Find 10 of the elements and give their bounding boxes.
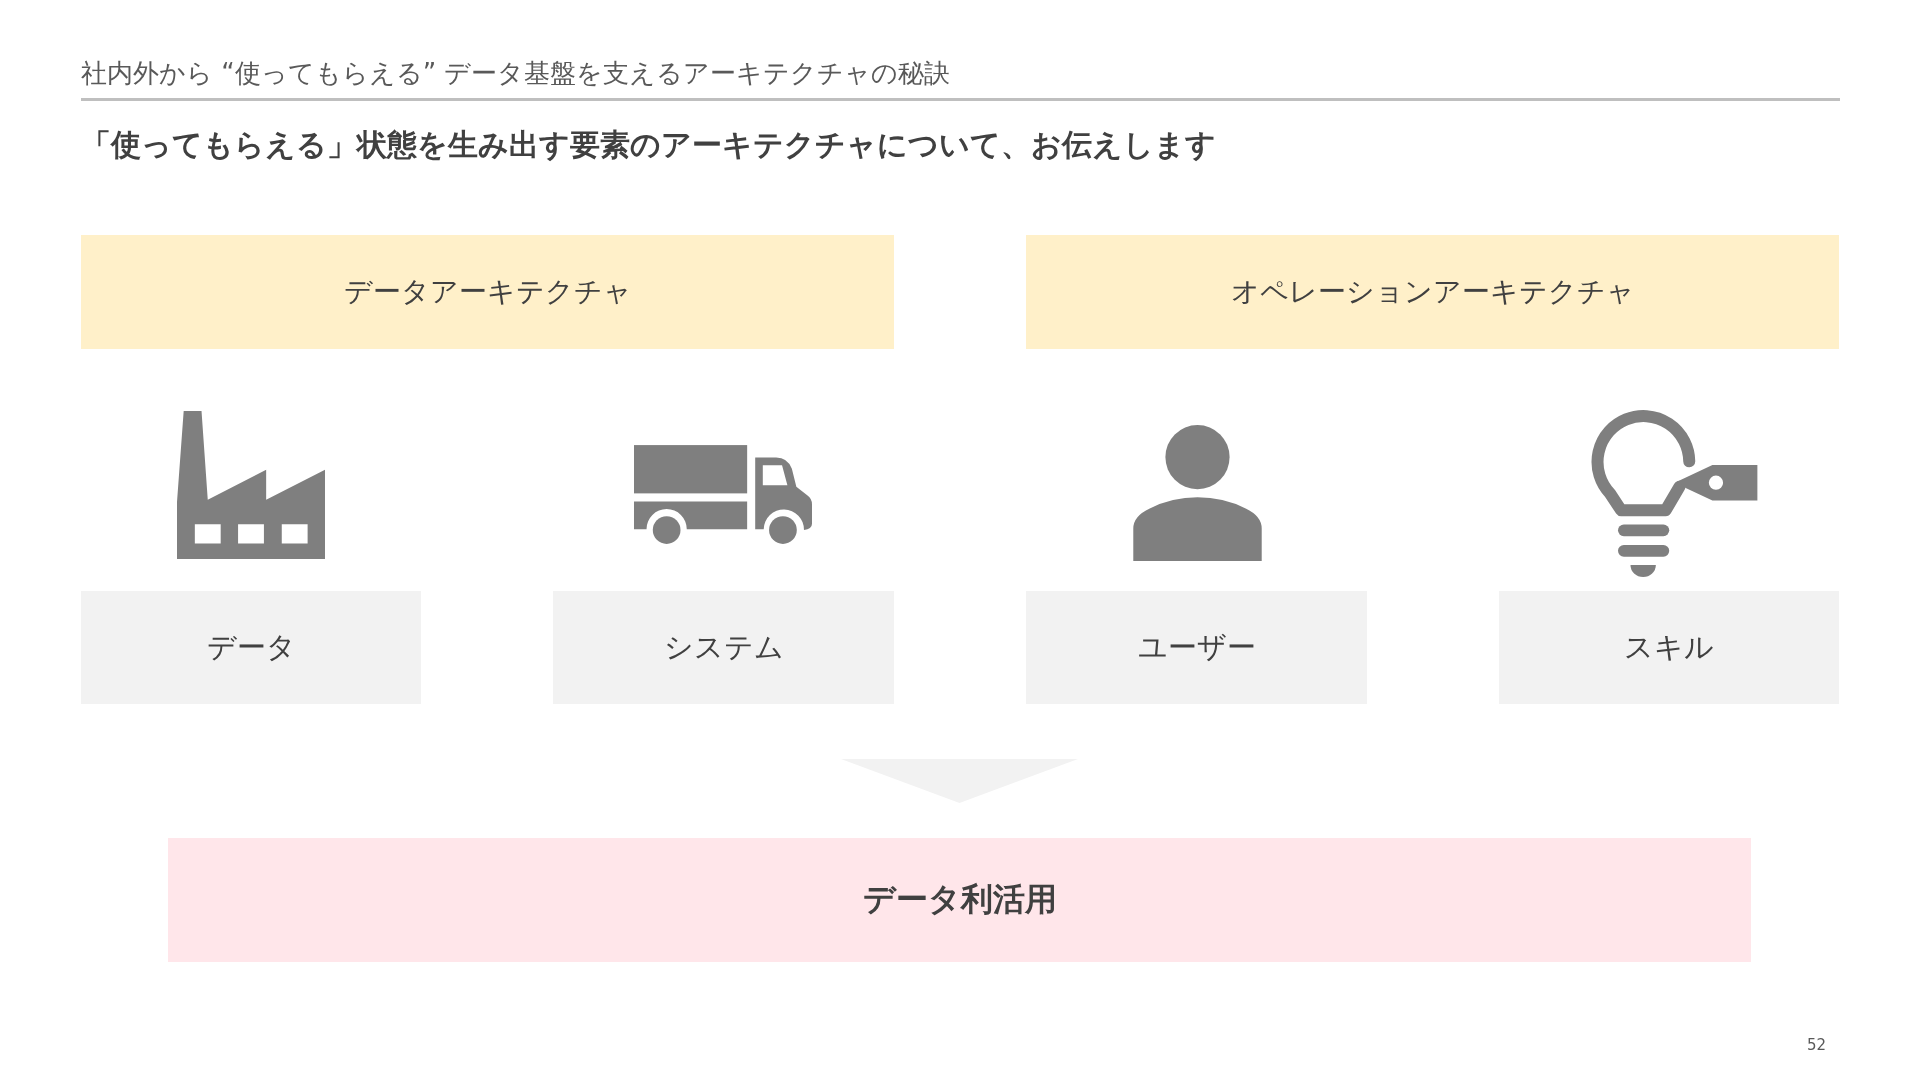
element-box: スキル	[1499, 591, 1839, 704]
category-band: データアーキテクチャ	[81, 235, 894, 349]
page-title: 社内外から “使ってもらえる” データ基盤を支えるアーキテクチャの秘訣	[81, 57, 951, 90]
result-box: データ利活用	[168, 838, 1751, 962]
page-number: 52	[1805, 1036, 1826, 1056]
element-box: ユーザー	[1026, 591, 1367, 704]
element-box: データ	[81, 591, 421, 704]
subtitle: 「使ってもらえる」状態を生み出す要素のアーキテクチャについて、お伝えします	[81, 127, 1216, 164]
category-band: オペレーションアーキテクチャ	[1026, 235, 1839, 349]
element-box: システム	[553, 591, 894, 704]
